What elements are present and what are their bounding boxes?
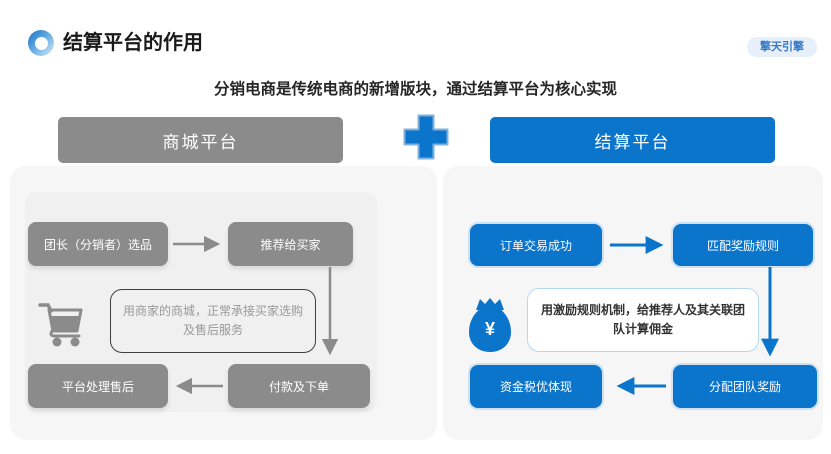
money-bag-icon [469, 298, 511, 352]
ring-logo-icon [28, 30, 54, 56]
slide-subtitle: 分销电商是传统电商的新增版块，通过结算平台为核心实现 [213, 81, 617, 98]
brand-badge: 擎天引擎 [747, 37, 817, 57]
mall-note: 用商家的商城，正常承接买家选购及售后服务 [110, 289, 316, 353]
mall-section-header: 商城平台 [58, 117, 343, 163]
shopping-cart-icon [38, 303, 83, 347]
flow-box-mall-select: 团长（分销者）选品 [28, 222, 168, 266]
flow-box-settle-distribute: 分配团队奖励 [673, 365, 817, 408]
flow-box-mall-pay: 付款及下单 [228, 364, 370, 408]
flow-box-settle-match: 匹配奖励规则 [673, 224, 813, 266]
settlement-section-header: 结算平台 [490, 117, 775, 163]
plus-icon [403, 114, 449, 160]
flow-box-mall-aftersale: 平台处理售后 [28, 364, 168, 408]
yen-symbol: ¥ [484, 319, 495, 339]
flow-box-mall-recommend: 推荐给买家 [228, 222, 353, 266]
flow-box-settle-order: 订单交易成功 [470, 224, 602, 266]
flow-box-settle-tax: 资金税优体现 [470, 365, 602, 408]
settlement-note: 用激励规则机制，给推荐人及其关联团队计算佣金 [527, 288, 759, 352]
page-title: 结算平台的作用 [63, 32, 203, 54]
